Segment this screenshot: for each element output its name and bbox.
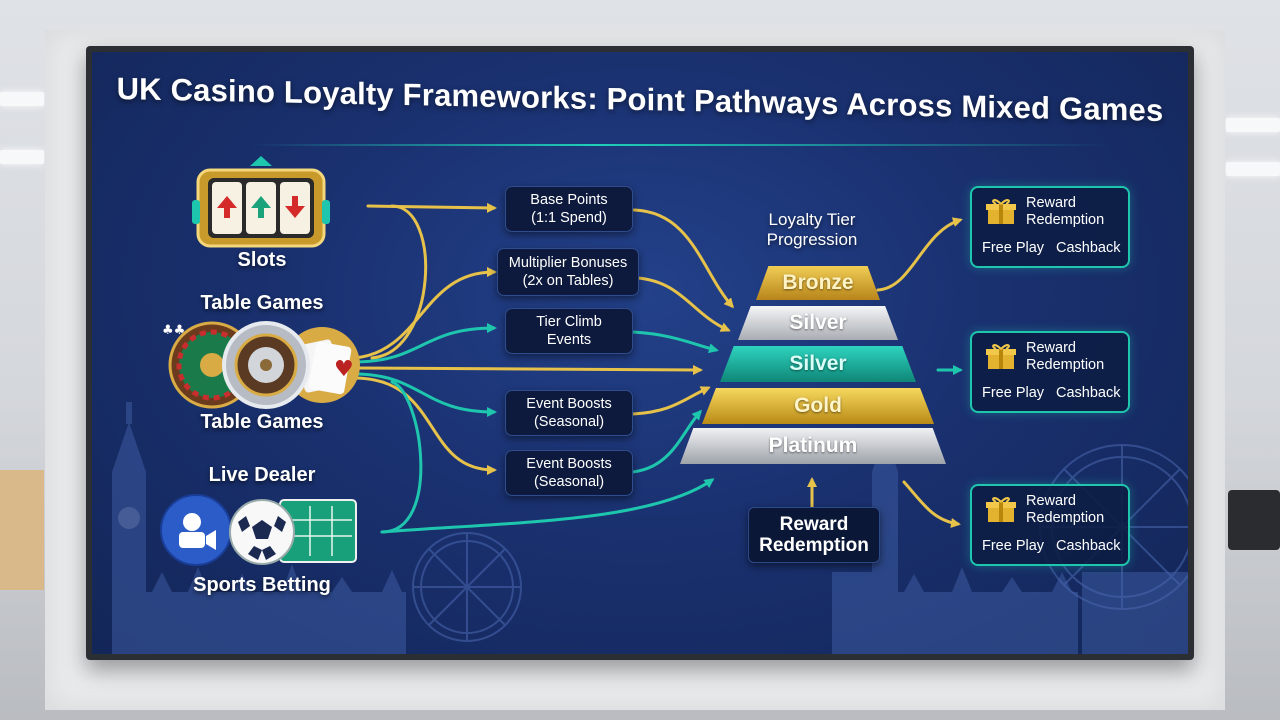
source-slots-label: Slots bbox=[237, 249, 287, 271]
tier-bronze: Bronze bbox=[756, 266, 880, 300]
reward-redemption-center: Reward Redemption bbox=[748, 507, 880, 563]
office-chair bbox=[1228, 490, 1280, 550]
arrow-table-event2 bbox=[352, 376, 497, 475]
ceiling-light bbox=[1226, 162, 1280, 176]
slot-machine-icon bbox=[192, 156, 330, 248]
arrow-slots-base bbox=[366, 202, 497, 213]
arrow-live-up bbox=[380, 380, 423, 534]
arrow-slots-down bbox=[370, 204, 428, 360]
mechanic-box-tier-climb: Tier Climb Events bbox=[505, 308, 633, 354]
gift-box-icon bbox=[986, 497, 1016, 522]
arrow-base-pyramid bbox=[632, 208, 734, 309]
arrow-event1-pyramid bbox=[630, 386, 711, 416]
live-dealer-camera-icon bbox=[160, 494, 357, 566]
reward-option-cashback: Cashback bbox=[1056, 240, 1121, 256]
office-desk bbox=[0, 470, 44, 590]
source-live-dealer-label: Live Dealer bbox=[208, 464, 316, 486]
gift-box-icon bbox=[986, 199, 1016, 224]
tier-silver-1: Silver bbox=[738, 306, 898, 340]
source-table-games-label-bottom: Table Games bbox=[200, 411, 324, 433]
title-underline bbox=[252, 144, 1112, 146]
reward-option-free-play: Free Play bbox=[982, 538, 1045, 554]
arrow-live-pyramid bbox=[380, 478, 715, 534]
roulette-icon: ♥ ♣♣ bbox=[162, 321, 360, 409]
source-sports-betting-label: Sports Betting bbox=[193, 574, 331, 596]
svg-text:♥: ♥ bbox=[334, 357, 354, 382]
reward-option-cashback: Cashback bbox=[1056, 385, 1121, 401]
ceiling-light bbox=[1226, 118, 1280, 132]
source-table-games-label-top: Table Games bbox=[200, 292, 324, 314]
reward-option-free-play: Free Play bbox=[982, 240, 1045, 256]
arrow-platinum-reward bbox=[902, 480, 961, 528]
svg-text:♣♣: ♣♣ bbox=[162, 323, 185, 338]
arrow-multiplier-pyramid bbox=[636, 276, 731, 332]
tier-silver-2: Silver bbox=[720, 346, 916, 382]
london-skyline bbox=[112, 402, 1188, 654]
mechanic-box-event-boosts-2: Event Boosts (Seasonal) bbox=[505, 450, 633, 496]
display-screen: UK Casino Loyalty Frameworks: Point Path… bbox=[92, 52, 1188, 654]
arrow-event2-pyramid bbox=[630, 409, 703, 474]
arrow-bronze-reward bbox=[876, 217, 963, 292]
arrow-tier-pyramid bbox=[630, 330, 719, 354]
arrow-table-event1 bbox=[352, 372, 497, 417]
mechanic-box-event-boosts-1: Event Boosts (Seasonal) bbox=[505, 390, 633, 436]
ceiling-light bbox=[0, 150, 44, 164]
reward-option-cashback: Cashback bbox=[1056, 538, 1121, 554]
gift-box-icon bbox=[986, 344, 1016, 369]
mechanic-box-base-points: Base Points (1:1 Spend) bbox=[505, 186, 633, 232]
arrow-table-tier bbox=[352, 323, 497, 364]
mechanic-box-multiplier: Multiplier Bonuses (2x on Tables) bbox=[497, 248, 639, 296]
tier-heading: Loyalty Tier Progression bbox=[766, 210, 858, 249]
arrow-table-multiplier bbox=[352, 267, 497, 360]
arrow-table-pyramid bbox=[352, 364, 703, 375]
ceiling-light bbox=[0, 92, 44, 106]
reward-option-free-play: Free Play bbox=[982, 385, 1045, 401]
tier-gold: Gold bbox=[702, 388, 934, 424]
tier-platinum: Platinum bbox=[680, 428, 946, 464]
soccer-ball-icon bbox=[229, 499, 295, 565]
flow-arrows bbox=[352, 202, 963, 534]
